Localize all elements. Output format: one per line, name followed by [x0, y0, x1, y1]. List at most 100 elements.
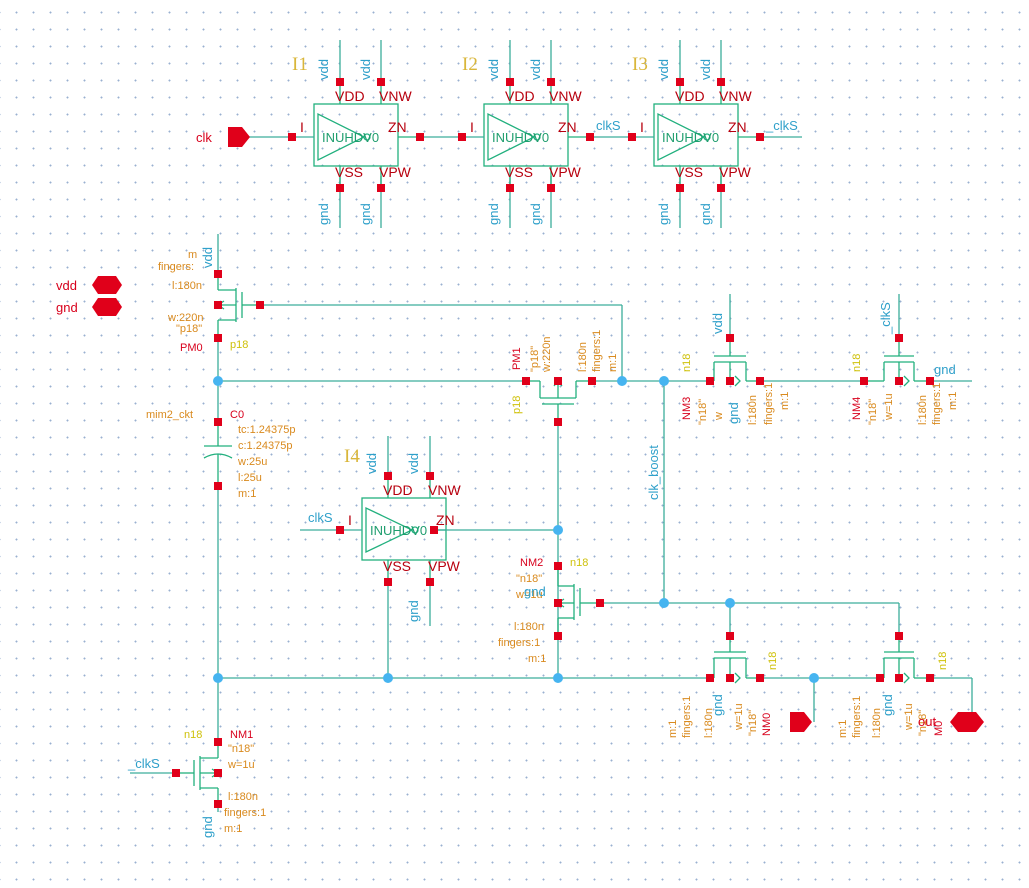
transistor-nm2[interactable]: NM2 n18 "n18" w=1u gnd l:180n fingers:1 …: [498, 557, 604, 665]
nm0-fingers: fingers:1: [681, 696, 693, 738]
i4-vpw-pin: VPW: [428, 558, 461, 574]
i2-cell: INUHDV0: [492, 130, 549, 145]
i2-vss-net: gnd: [486, 203, 501, 225]
nm2-name: NM2: [520, 557, 543, 569]
nm3-model: "n18": [697, 399, 709, 425]
nm1-l: l:180n: [228, 791, 258, 803]
nm3-l: l:180n: [747, 395, 759, 425]
nm0-type: n18: [767, 652, 779, 670]
m0-gnd-net: gnd: [880, 694, 895, 716]
m0-model: "n18": [917, 710, 929, 736]
junction-dots: [213, 376, 819, 683]
pm0-l: l:180n: [172, 280, 202, 292]
pm1-w: w:220n: [541, 337, 553, 373]
pm0-w: w:220n: [167, 312, 203, 324]
i2-out-pin: ZN: [558, 119, 577, 135]
gnd-port[interactable]: gnd: [56, 298, 122, 316]
nm4-w: w=1u: [883, 393, 895, 421]
_clks-net-label-top: _clkS: [765, 118, 798, 133]
i2-vdd-net: vdd: [486, 59, 501, 80]
i1-vnw-pin: VNW: [379, 88, 412, 104]
transistor-pm1[interactable]: PM1 "p18" w:220n l:180n fingers:1 m:1 p1…: [511, 330, 619, 426]
i1-vss-net: gnd: [316, 203, 331, 225]
clk-boost-net-label: clk_boost: [646, 445, 661, 500]
pm0-model: "p18": [176, 323, 202, 335]
i4-vpw-net: gnd: [406, 600, 421, 622]
pm1-fingers: fingers:1: [591, 330, 603, 372]
c0-tc: tc:1.24375p: [238, 424, 296, 436]
vdd-port[interactable]: vdd: [56, 276, 122, 294]
out-port[interactable]: out: [918, 712, 984, 732]
i2-vnw-net: vdd: [528, 59, 543, 80]
i2-vnw-pin: VNW: [549, 88, 582, 104]
c0-cell: mim2_ckt: [146, 409, 193, 421]
i2-vpw-net: gnd: [528, 203, 543, 225]
gnd-port-label: gnd: [56, 300, 78, 315]
nm2-type: n18: [570, 557, 588, 569]
m0-type: n18: [937, 652, 949, 670]
transistor-nm4[interactable]: n18 NM4 "n18" w=1u l:180n fingers:1 m:1 …: [851, 302, 959, 425]
transistor-pm0[interactable]: m fingers: l:180n w:220n "p18" PM0 p18 v…: [158, 247, 264, 354]
nm4-model: "n18": [867, 399, 879, 425]
nm1-fingers: fingers:1: [224, 807, 266, 819]
inverter-i1[interactable]: I1 VDD VNW VSS VPW I ZN INUHDV0 vdd vdd …: [288, 40, 424, 228]
i4-out-pin: ZN: [436, 512, 455, 528]
m0-fingers: fingers:1: [851, 696, 863, 738]
i3-name: I3: [632, 54, 648, 75]
nm3-w: w: [713, 412, 725, 421]
i1-vdd-net: vdd: [316, 59, 331, 80]
pm0-type: p18: [230, 339, 248, 351]
nm4-type: n18: [851, 354, 863, 372]
nm1-type: n18: [184, 729, 202, 741]
i3-vdd-pin: VDD: [675, 88, 705, 104]
i4-vnw-pin: VNW: [428, 482, 461, 498]
nm2-fingers: fingers:1: [498, 637, 540, 649]
nm4-l: l:180n: [917, 395, 929, 425]
transistor-m0[interactable]: n18 m:1 fingers:1 l:180n gnd w=1u "n18" …: [837, 632, 949, 738]
i3-vss-pin: VSS: [675, 164, 703, 180]
inverter-i2[interactable]: I2 VDD VNW VSS VPW I ZN INUHDV0 vdd vdd …: [458, 40, 594, 228]
transistor-nm0[interactable]: n18 m:1 fingers:1 l:180n gnd w=1u "n18" …: [667, 632, 779, 738]
nm2-w: w=1u: [515, 589, 543, 601]
c0-w: w:25u: [237, 456, 267, 468]
i1-vss-pin: VSS: [335, 164, 363, 180]
i2-name: I2: [462, 54, 478, 75]
i4-in-pin: I: [348, 512, 352, 528]
m0-m: m:1: [837, 720, 849, 738]
nm0-output-port[interactable]: [790, 712, 812, 732]
inverter-i3[interactable]: I3 VDD VNW VSS VPW I ZN INUHDV0 vdd vdd …: [628, 40, 764, 228]
nm4-_clks-net: _clkS: [878, 302, 893, 335]
c0-name: C0: [230, 409, 244, 421]
m0-l: l:180n: [871, 708, 883, 738]
pm0-fingers: fingers:: [158, 261, 194, 273]
clk-port[interactable]: clk: [196, 127, 250, 147]
nm0-m: m:1: [667, 720, 679, 738]
capacitor-c0[interactable]: mim2_ckt C0 tc:1.24375p c:1.24375p w:25u…: [146, 409, 296, 500]
i4-vdd-pin: VDD: [383, 482, 413, 498]
i2-vpw-pin: VPW: [549, 164, 582, 180]
inverter-i4[interactable]: I4 VDD VNW VSS VPW I ZN INUHDV0 vdd vdd …: [336, 436, 461, 626]
c0-c: c:1.24375p: [238, 440, 292, 452]
i1-cell: INUHDV0: [322, 130, 379, 145]
clks-net-label-top: clkS: [596, 118, 621, 133]
nm4-fingers: fingers:1: [931, 383, 943, 425]
transistor-nm1[interactable]: n18 NM1 "n18" w=1u l:180n fingers:1 m:1 …: [172, 729, 266, 838]
i3-vss-net: gnd: [656, 203, 671, 225]
i4-vnw-net: vdd: [406, 453, 421, 474]
nm1-m: m:1: [224, 823, 242, 835]
nm3-fingers: fingers:1: [763, 383, 775, 425]
nm2-gnd-net: gnd: [524, 584, 546, 599]
pm1-m: m:1: [607, 354, 619, 372]
vdd-port-label: vdd: [56, 278, 77, 293]
i1-in-pin: I: [300, 119, 304, 135]
i3-in-pin: I: [640, 119, 644, 135]
transistor-nm3[interactable]: n18 NM3 "n18" w l:180n fingers:1 m:1 vdd…: [681, 313, 791, 425]
gnd-net-label-nm4: gnd: [934, 362, 956, 377]
nm3-type: n18: [681, 354, 693, 372]
pm1-l: l:180n: [577, 342, 589, 372]
i4-vdd-net: vdd: [364, 453, 379, 474]
nm1-model: "n18": [228, 743, 254, 755]
i1-out-pin: ZN: [388, 119, 407, 135]
